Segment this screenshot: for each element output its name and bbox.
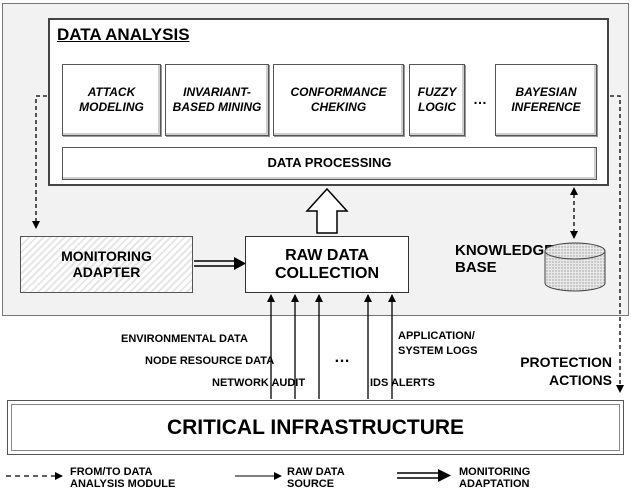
attack-modeling-module: ATTACK MODELING (62, 64, 161, 136)
legend-double-label: MONITORING ADAPTATION (459, 466, 531, 491)
raw-to-processing-arrow (305, 187, 349, 234)
modules-ellipsis: … (473, 91, 487, 107)
monitoring-adapter-box: MONITORING ADAPTER (20, 236, 193, 293)
knowledge-base-cylinder (544, 242, 606, 292)
ids-alerts-label: IDS ALERTS (370, 377, 435, 389)
network-audit-label: NETWORK AUDIT (212, 377, 306, 389)
legend-single-label: RAW DATA SOURCE (287, 466, 345, 491)
application-system-logs-label: APPLICATION/ SYSTEM LOGS (398, 330, 478, 357)
sources-ellipsis: … (334, 349, 350, 366)
raw-data-collection-box: RAW DATA COLLECTION (245, 236, 409, 293)
adapter-to-raw-double-arrow (194, 257, 246, 270)
invariant-mining-module: INVARIANT-BASED MINING (165, 64, 269, 136)
legend-dashed-label: FROM/TO DATA ANALYSIS MODULE (70, 466, 176, 491)
environmental-data-label: ENVIRONMENTAL DATA (121, 333, 248, 345)
conformance-checking-module: CONFORMANCE CHEKING (273, 64, 404, 136)
analysis-to-infrastructure-arrow (610, 95, 624, 393)
node-resource-data-label: NODE RESOURCE DATA (145, 355, 275, 367)
knowledge-base-label: KNOWLEDGE BASE (455, 242, 555, 276)
protection-actions-label: PROTECTION ACTIONS (520, 354, 612, 389)
critical-infrastructure-box: CRITICAL INFRASTRUCTURE (7, 400, 624, 455)
analysis-to-adapter-arrow (32, 95, 47, 229)
fuzzy-logic-module: FUZZY LOGIC (409, 64, 465, 136)
bayesian-inference-module: BAYESIAN INFERENCE (495, 64, 597, 136)
data-processing-bar: DATA PROCESSING (62, 147, 597, 180)
legend-double-arrow (397, 469, 451, 482)
data-analysis-title: DATA ANALYSIS (57, 25, 190, 44)
